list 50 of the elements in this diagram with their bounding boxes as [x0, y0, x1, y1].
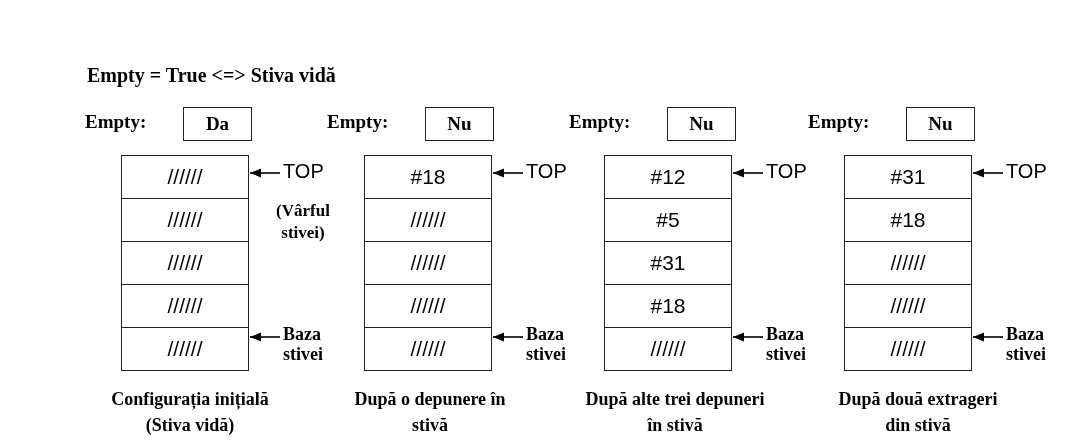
value-box: Nu	[667, 107, 736, 141]
value-box: Nu	[425, 107, 494, 141]
pointer-label: Baza stivei	[526, 324, 590, 364]
heading: Empty = True <=> Stiva vidă	[87, 64, 336, 87]
stack-cell: //////	[121, 327, 249, 371]
stack-cell: //////	[121, 198, 249, 242]
value-box: Nu	[906, 107, 975, 141]
arrow	[249, 168, 281, 178]
stack-cell: //////	[364, 241, 492, 285]
stack-cell: //////	[604, 327, 732, 371]
arrow	[972, 332, 1004, 342]
annotation: (Vârful stivei)	[275, 200, 331, 244]
pointer-label: TOP	[283, 160, 324, 183]
stack-cell: #31	[604, 241, 732, 285]
stack-cell: //////	[844, 284, 972, 328]
arrow	[492, 168, 524, 178]
stack-cell: //////	[121, 241, 249, 285]
pointer-label: TOP	[1006, 160, 1047, 183]
pointer-label: Baza stivei	[283, 324, 347, 364]
arrow	[249, 332, 281, 342]
pointer-label: Baza stivei	[766, 324, 830, 364]
caption: Configurația inițială (Stiva vidă)	[110, 388, 270, 437]
stack-cell: #31	[844, 155, 972, 199]
stack-cell: #18	[604, 284, 732, 328]
caption: După alte trei depuneri în stivă	[585, 388, 765, 437]
stack-cell: //////	[364, 284, 492, 328]
pointer-label: TOP	[526, 160, 567, 183]
stack-cell: //////	[844, 241, 972, 285]
field-label: Empty:	[85, 111, 147, 133]
arrow	[492, 332, 524, 342]
stack-cell: //////	[844, 327, 972, 371]
stack-cell: //////	[364, 198, 492, 242]
value-box: Da	[183, 107, 252, 141]
field-label: Empty:	[808, 111, 870, 133]
pointer-label: Baza stivei	[1006, 324, 1070, 364]
arrow	[732, 332, 764, 342]
field-label: Empty:	[569, 111, 631, 133]
stack-cell: //////	[364, 327, 492, 371]
caption: După două extrageri din stivă	[837, 388, 999, 437]
stack-cell: #18	[844, 198, 972, 242]
stack-cell: #5	[604, 198, 732, 242]
arrow	[972, 168, 1004, 178]
pointer-label: TOP	[766, 160, 807, 183]
stack-cell: #18	[364, 155, 492, 199]
field-label: Empty:	[327, 111, 389, 133]
caption: După o depunere în stivă	[353, 388, 507, 437]
stack-cell: //////	[121, 155, 249, 199]
arrow	[732, 168, 764, 178]
stack-cell: //////	[121, 284, 249, 328]
stack-cell: #12	[604, 155, 732, 199]
